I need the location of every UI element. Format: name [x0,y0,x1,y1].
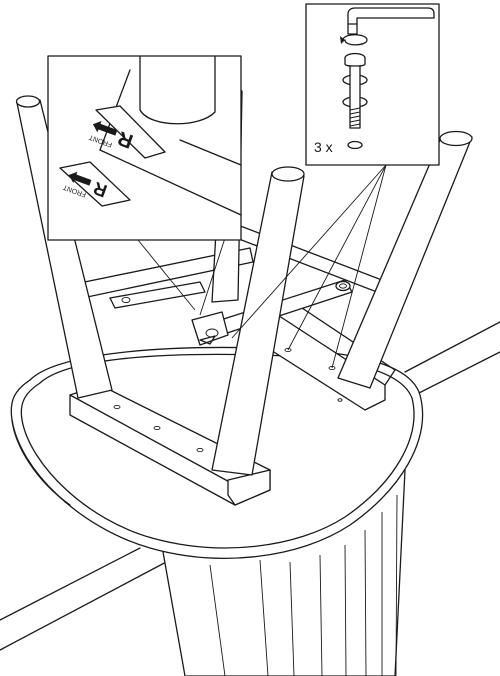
floor-line-left-2 [0,547,141,621]
rotate-arrow-icon [342,34,368,46]
hardware-detail-callout: 3 x [305,3,440,166]
hole-icon [347,140,363,150]
label-1-arrow-icon [92,121,118,136]
hardware-callout-frame [305,3,440,166]
hardware-quantity: 3 x [314,139,333,155]
floor-line-left [0,559,171,651]
floor-lines [0,321,500,651]
bolt-icon [342,52,368,129]
label-detail-callout: R FRONT R FRONT [47,55,242,241]
floor-line-right-2 [414,351,500,396]
allen-key-icon [347,7,435,35]
label-sticker-1: R FRONT [88,105,166,159]
floor-line-right [404,321,500,373]
label-2-arrow-icon [68,171,92,186]
label-2-letter: R [91,178,110,201]
leader-lines [137,164,387,369]
label-sticker-2: R FRONT [59,161,131,207]
